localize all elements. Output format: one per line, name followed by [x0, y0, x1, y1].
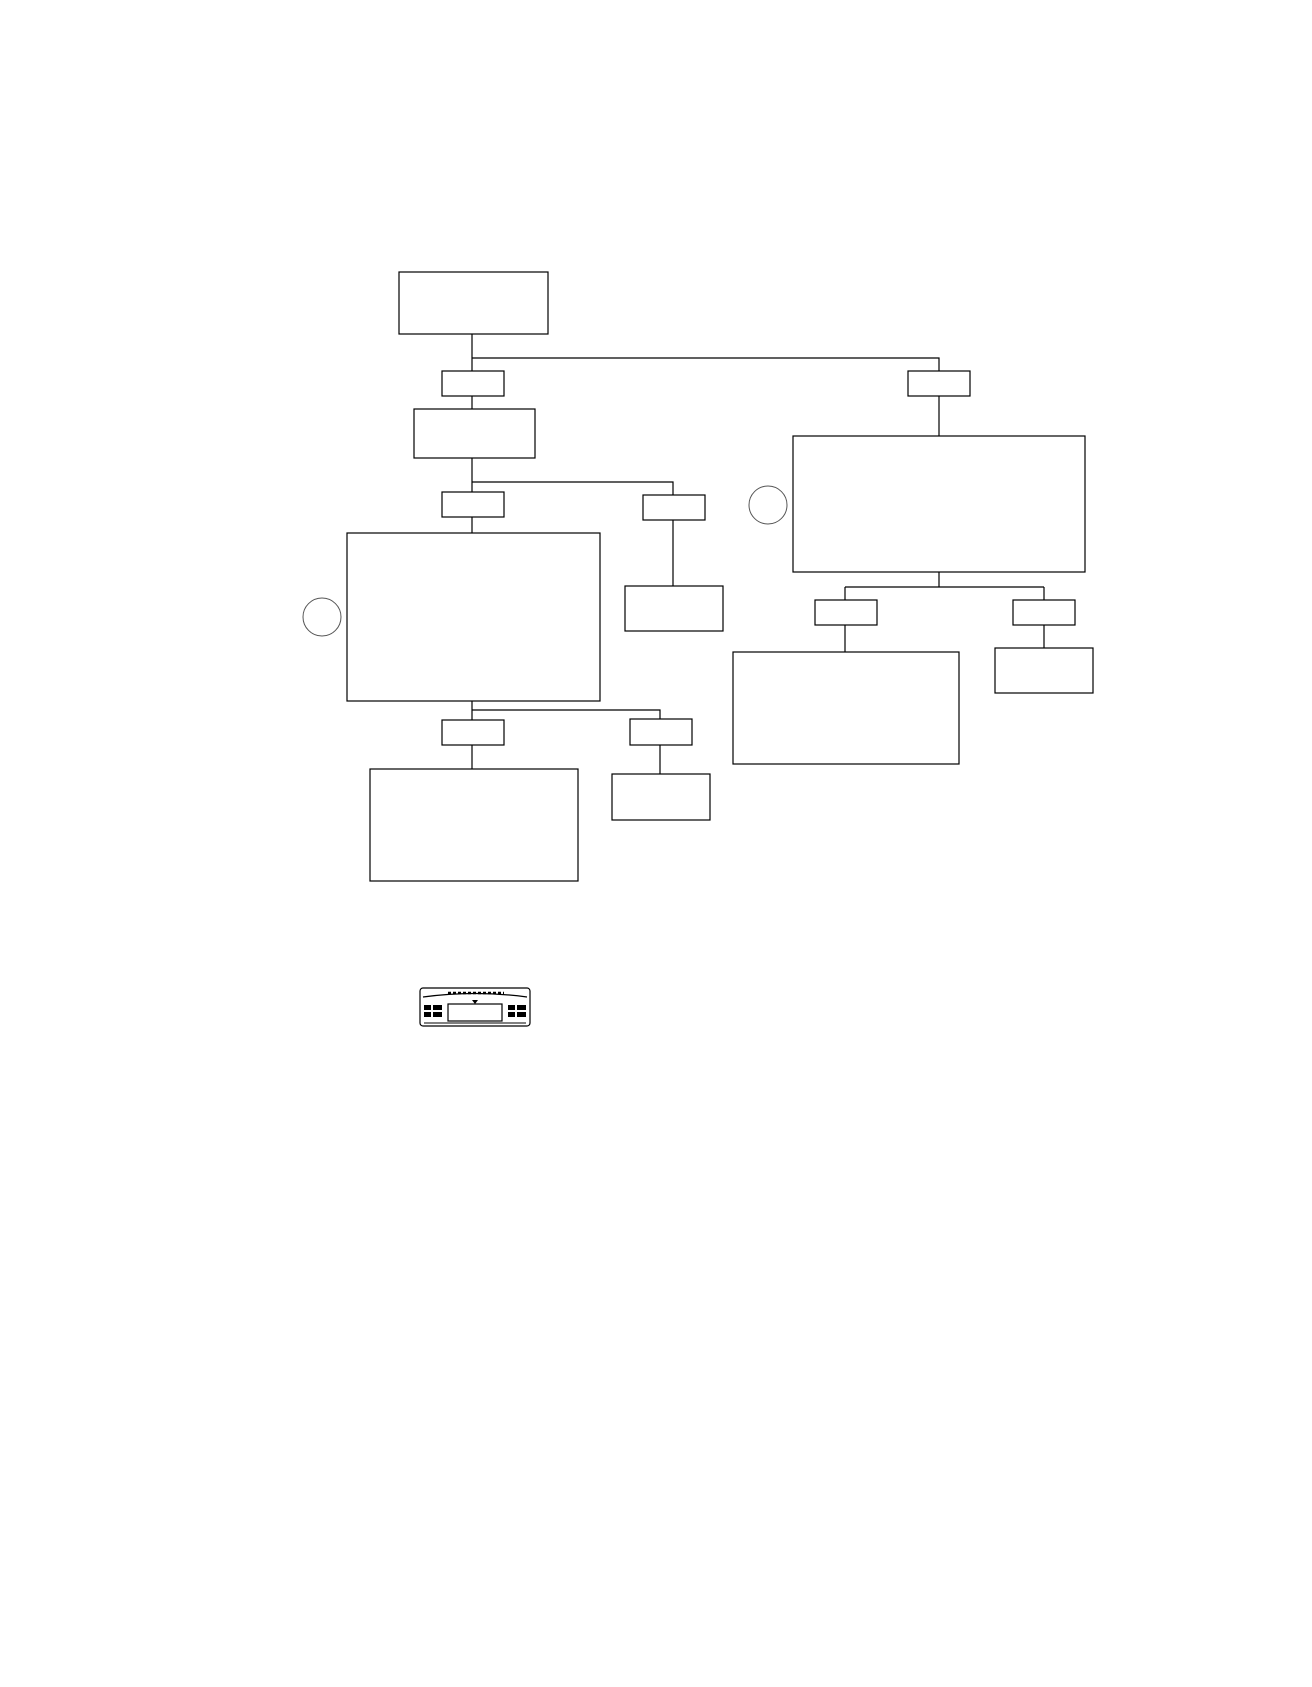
step-box-2 [413, 408, 536, 459]
car-radio-unit-icon [419, 987, 531, 1027]
step-marker-left [302, 597, 342, 637]
branch-label-step2-left [441, 491, 505, 518]
boxes [346, 271, 1094, 882]
branch-label-right-bottom-left [814, 599, 878, 626]
branch-label-right-bottom-right [1012, 599, 1076, 626]
branch-label-bottom-right [629, 718, 693, 746]
small-box-step2-right [624, 585, 724, 632]
bottom-box-right [611, 773, 711, 821]
branch-label-step2-right [642, 494, 706, 521]
connector-right-box-split [844, 572, 1045, 600]
step-markers [302, 485, 788, 637]
branch-label-right [907, 370, 971, 397]
connector-large-box-split [471, 701, 661, 720]
start-box [398, 271, 549, 335]
box-right-bottom-left [732, 651, 960, 765]
branch-label-bottom-left [441, 719, 505, 746]
step-marker-right [748, 485, 788, 525]
connector-step2-split [471, 458, 674, 495]
large-process-box-left [346, 532, 601, 702]
box-right-bottom-right [994, 647, 1094, 694]
bottom-box-left [369, 768, 579, 882]
connector-root-split [471, 334, 940, 371]
connectors [471, 334, 1045, 774]
branch-label-left [441, 370, 505, 397]
large-process-box-right [792, 435, 1086, 573]
